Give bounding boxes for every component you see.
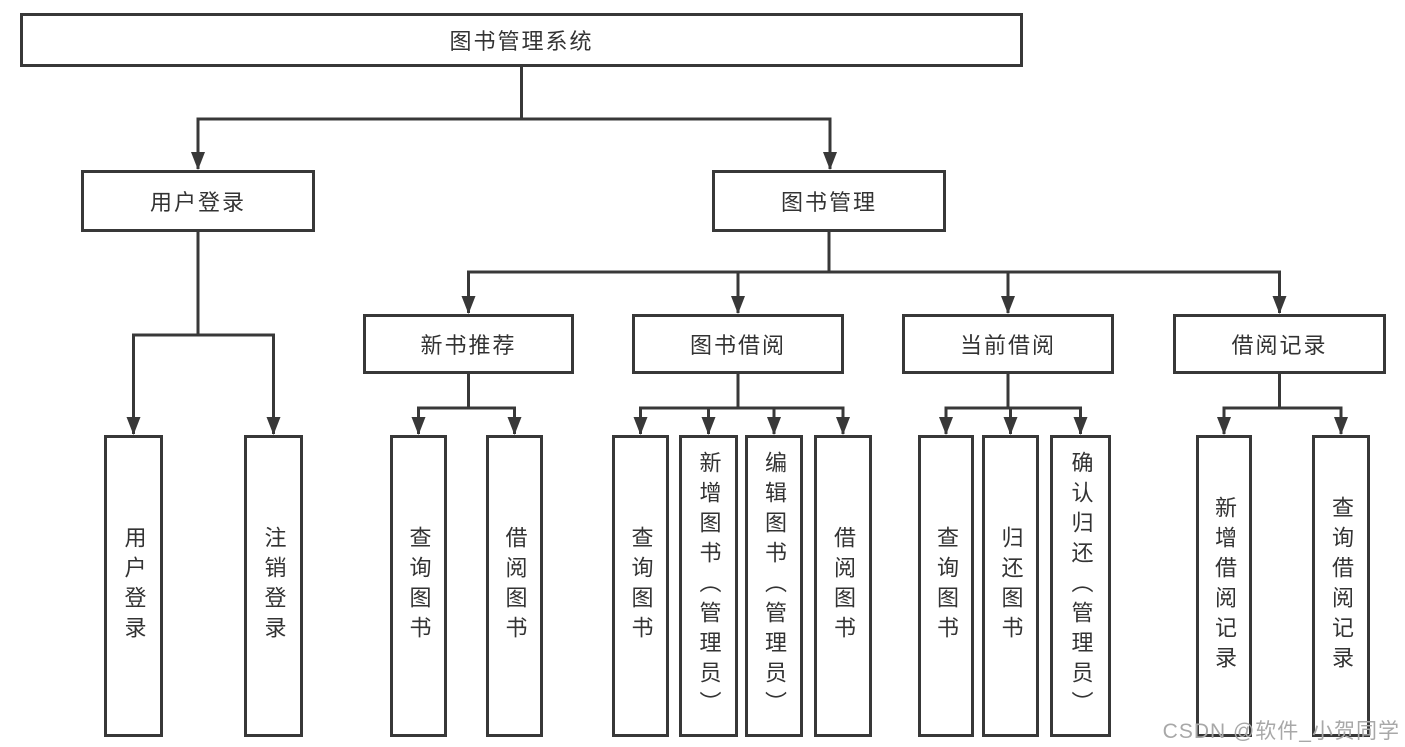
- edge-user-login-trunk: [132, 232, 275, 337]
- leaf-borrow-books-borrowing: 借阅图书: [814, 435, 872, 737]
- node-borrowing-records: 借阅记录: [1173, 314, 1386, 374]
- leaf-query-borrow-record: 查询借阅记录: [1312, 435, 1370, 737]
- node-current-borrowing: 当前借阅: [902, 314, 1114, 374]
- leaf-query-books-current: 查询图书: [918, 435, 974, 737]
- node-book-borrowing: 图书借阅: [632, 314, 844, 374]
- node-user-login: 用户登录: [81, 170, 315, 232]
- leaf-add-book-admin: 新增图书（管理员）: [679, 435, 738, 737]
- leaf-borrow-books-recommend: 借阅图书: [486, 435, 543, 737]
- leaf-return-books: 归还图书: [982, 435, 1039, 737]
- node-book-management: 图书管理: [712, 170, 946, 232]
- leaf-logout: 注销登录: [244, 435, 303, 737]
- leaf-confirm-return-admin: 确认归还（管理员）: [1050, 435, 1111, 737]
- leaf-add-borrow-record: 新增借阅记录: [1196, 435, 1252, 737]
- leaf-edit-book-admin: 编辑图书（管理员）: [745, 435, 803, 737]
- node-new-book-recommendation: 新书推荐: [363, 314, 574, 374]
- leaf-query-books-recommend: 查询图书: [390, 435, 447, 737]
- edge-root-trunk: [196, 67, 832, 121]
- edge-new-book-trunk: [417, 374, 516, 410]
- leaf-user-login: 用户登录: [104, 435, 163, 737]
- leaf-query-books-borrowing: 查询图书: [612, 435, 669, 737]
- watermark: CSDN @软件_小贺同学: [1162, 720, 1400, 743]
- edge-book-borrowing-trunk: [639, 374, 845, 410]
- edge-borrowing-records-trunk: [1222, 374, 1343, 410]
- edge-current-borrowing-trunk: [944, 374, 1082, 410]
- edge-book-management-trunk: [467, 232, 1281, 274]
- node-root: 图书管理系统: [20, 13, 1023, 67]
